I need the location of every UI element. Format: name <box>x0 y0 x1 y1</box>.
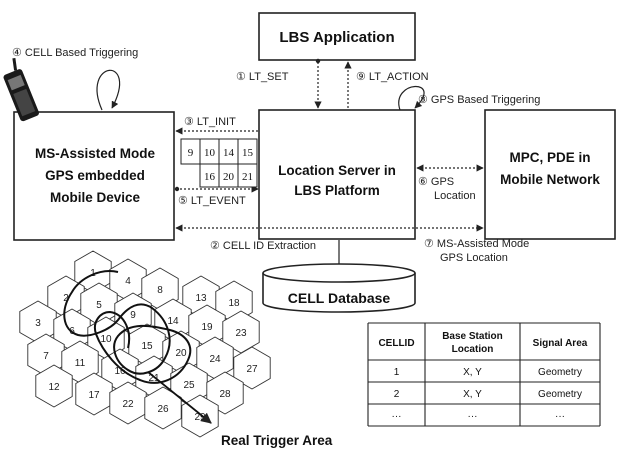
mobile-device-label-2: GPS embedded <box>45 168 145 183</box>
ms-assisted-label-2: GPS Location <box>440 252 508 264</box>
mobile-network-label-2: Mobile Network <box>500 172 600 187</box>
lbs-application-label: LBS Application <box>279 29 394 46</box>
cell-id-extraction-label: ② CELL ID Extraction <box>210 240 316 252</box>
grid-cell-10: 10 <box>204 147 216 159</box>
hex-cell-number: 27 <box>246 364 258 375</box>
hex-cell-number: 10 <box>100 334 112 345</box>
hex-cell-number: 20 <box>175 348 187 359</box>
hex-cell-number: 12 <box>48 382 60 393</box>
hex-cell <box>35 364 73 408</box>
hex-cell-number: 7 <box>43 351 49 362</box>
cell-trigger-loop-arrow <box>96 69 121 111</box>
lt-event-label: ⑤ LT_EVENT <box>178 195 246 207</box>
table-cell: ··· <box>555 411 565 422</box>
hex-cell <box>75 372 113 416</box>
hex-cell-number: 9 <box>130 310 136 321</box>
gps-location-label-1: ⑥ GPS <box>418 176 454 188</box>
cell-database-label: CELL Database <box>288 290 391 306</box>
hex-cell-number: 5 <box>96 300 102 311</box>
gps-trigger-loop-arrow <box>398 85 425 111</box>
grid-cell-9: 9 <box>188 147 194 159</box>
table-header-location-2: Location <box>452 344 494 355</box>
grid-cell-15: 15 <box>242 147 254 159</box>
hex-cell-number: 18 <box>228 298 240 309</box>
table-cell: Geometry <box>538 389 582 400</box>
mobile-device-label-1: MS-Assisted Mode <box>35 146 156 161</box>
cell-grid: 9 10 14 15 16 20 21 <box>180 138 258 188</box>
hex-cell-number: 2 <box>63 293 69 304</box>
cell-database-cylinder: CELL Database <box>262 263 416 313</box>
hex-cell-number: 4 <box>125 276 131 287</box>
hex-cell-number: 16 <box>114 366 126 377</box>
mobile-device-label-3: Mobile Device <box>50 190 141 205</box>
hex-cell <box>206 371 244 415</box>
hex-cell-number: 24 <box>209 354 221 365</box>
location-server-label-1: Location Server in <box>278 163 396 178</box>
hex-cell <box>109 381 147 425</box>
location-server-label-2: LBS Platform <box>294 183 380 198</box>
hex-cell <box>233 346 271 390</box>
trigger-path-line <box>63 270 192 384</box>
ms-assisted-label-1: ⑦ MS-Assisted Mode <box>424 238 529 250</box>
table-cell: 2 <box>394 389 400 400</box>
lt-set-label: ① LT_SET <box>236 71 289 83</box>
table-header-location-1: Base Station <box>442 331 503 342</box>
grid-cell-14: 14 <box>223 147 235 159</box>
hex-cell-number: 14 <box>167 316 179 327</box>
lt-action-label: ⑨ LT_ACTION <box>356 71 429 83</box>
real-trigger-area-label: Real Trigger Area <box>221 433 333 448</box>
hex-cell-number: 8 <box>157 285 163 296</box>
hexagon-cell-map: 1234567891011121314151617181920212223242… <box>19 250 271 438</box>
hex-cell-number: 23 <box>235 328 247 339</box>
hex-cell-number: 17 <box>88 390 100 401</box>
table-cell: ··· <box>392 411 402 422</box>
table-cell: ··· <box>468 411 478 422</box>
mobile-device-box: MS-Assisted Mode GPS embedded Mobile Dev… <box>13 111 175 241</box>
grid-cell-20: 20 <box>223 171 235 183</box>
table-cell: 1 <box>394 367 400 378</box>
hex-cell-number: 11 <box>75 358 86 369</box>
hex-cell-number: 13 <box>195 293 207 304</box>
grid-cell-21: 21 <box>242 171 253 183</box>
hex-cell-number: 3 <box>35 318 41 329</box>
cell-trigger-label: ④ CELL Based Triggering <box>12 47 138 59</box>
table-cell: X, Y <box>463 367 482 378</box>
table-cell: Geometry <box>538 367 582 378</box>
hex-cell <box>181 394 219 438</box>
hex-cell-number: 15 <box>141 341 153 352</box>
hex-cell-number: 25 <box>183 380 195 391</box>
hex-cell-number: 21 <box>148 373 160 384</box>
hex-cell-number: 28 <box>219 389 231 400</box>
cell-table: CELLID Base Station Location Signal Area… <box>367 322 601 427</box>
hex-cell-number: 26 <box>157 404 169 415</box>
lbs-application-box: LBS Application <box>258 12 416 61</box>
hex-cell <box>144 386 182 430</box>
mobile-network-box: MPC, PDE in Mobile Network <box>484 109 616 240</box>
table-cell: X, Y <box>463 389 482 400</box>
lt-init-label: ③ LT_INIT <box>184 116 236 128</box>
gps-location-label-2: Location <box>434 190 476 202</box>
mobile-network-label-1: MPC, PDE in <box>509 150 590 165</box>
hex-cell-number: 22 <box>122 399 134 410</box>
table-header-cellid: CELLID <box>378 338 414 349</box>
mobile-phone-icon <box>3 58 39 122</box>
table-header-signal-area: Signal Area <box>533 338 588 349</box>
hex-cell-number: 19 <box>201 322 213 333</box>
real-trigger-arrow <box>147 371 212 424</box>
grid-cell-16: 16 <box>204 171 216 183</box>
location-server-box: Location Server in LBS Platform <box>258 109 416 240</box>
gps-trigger-label: ⑧ GPS Based Triggering <box>418 94 540 106</box>
